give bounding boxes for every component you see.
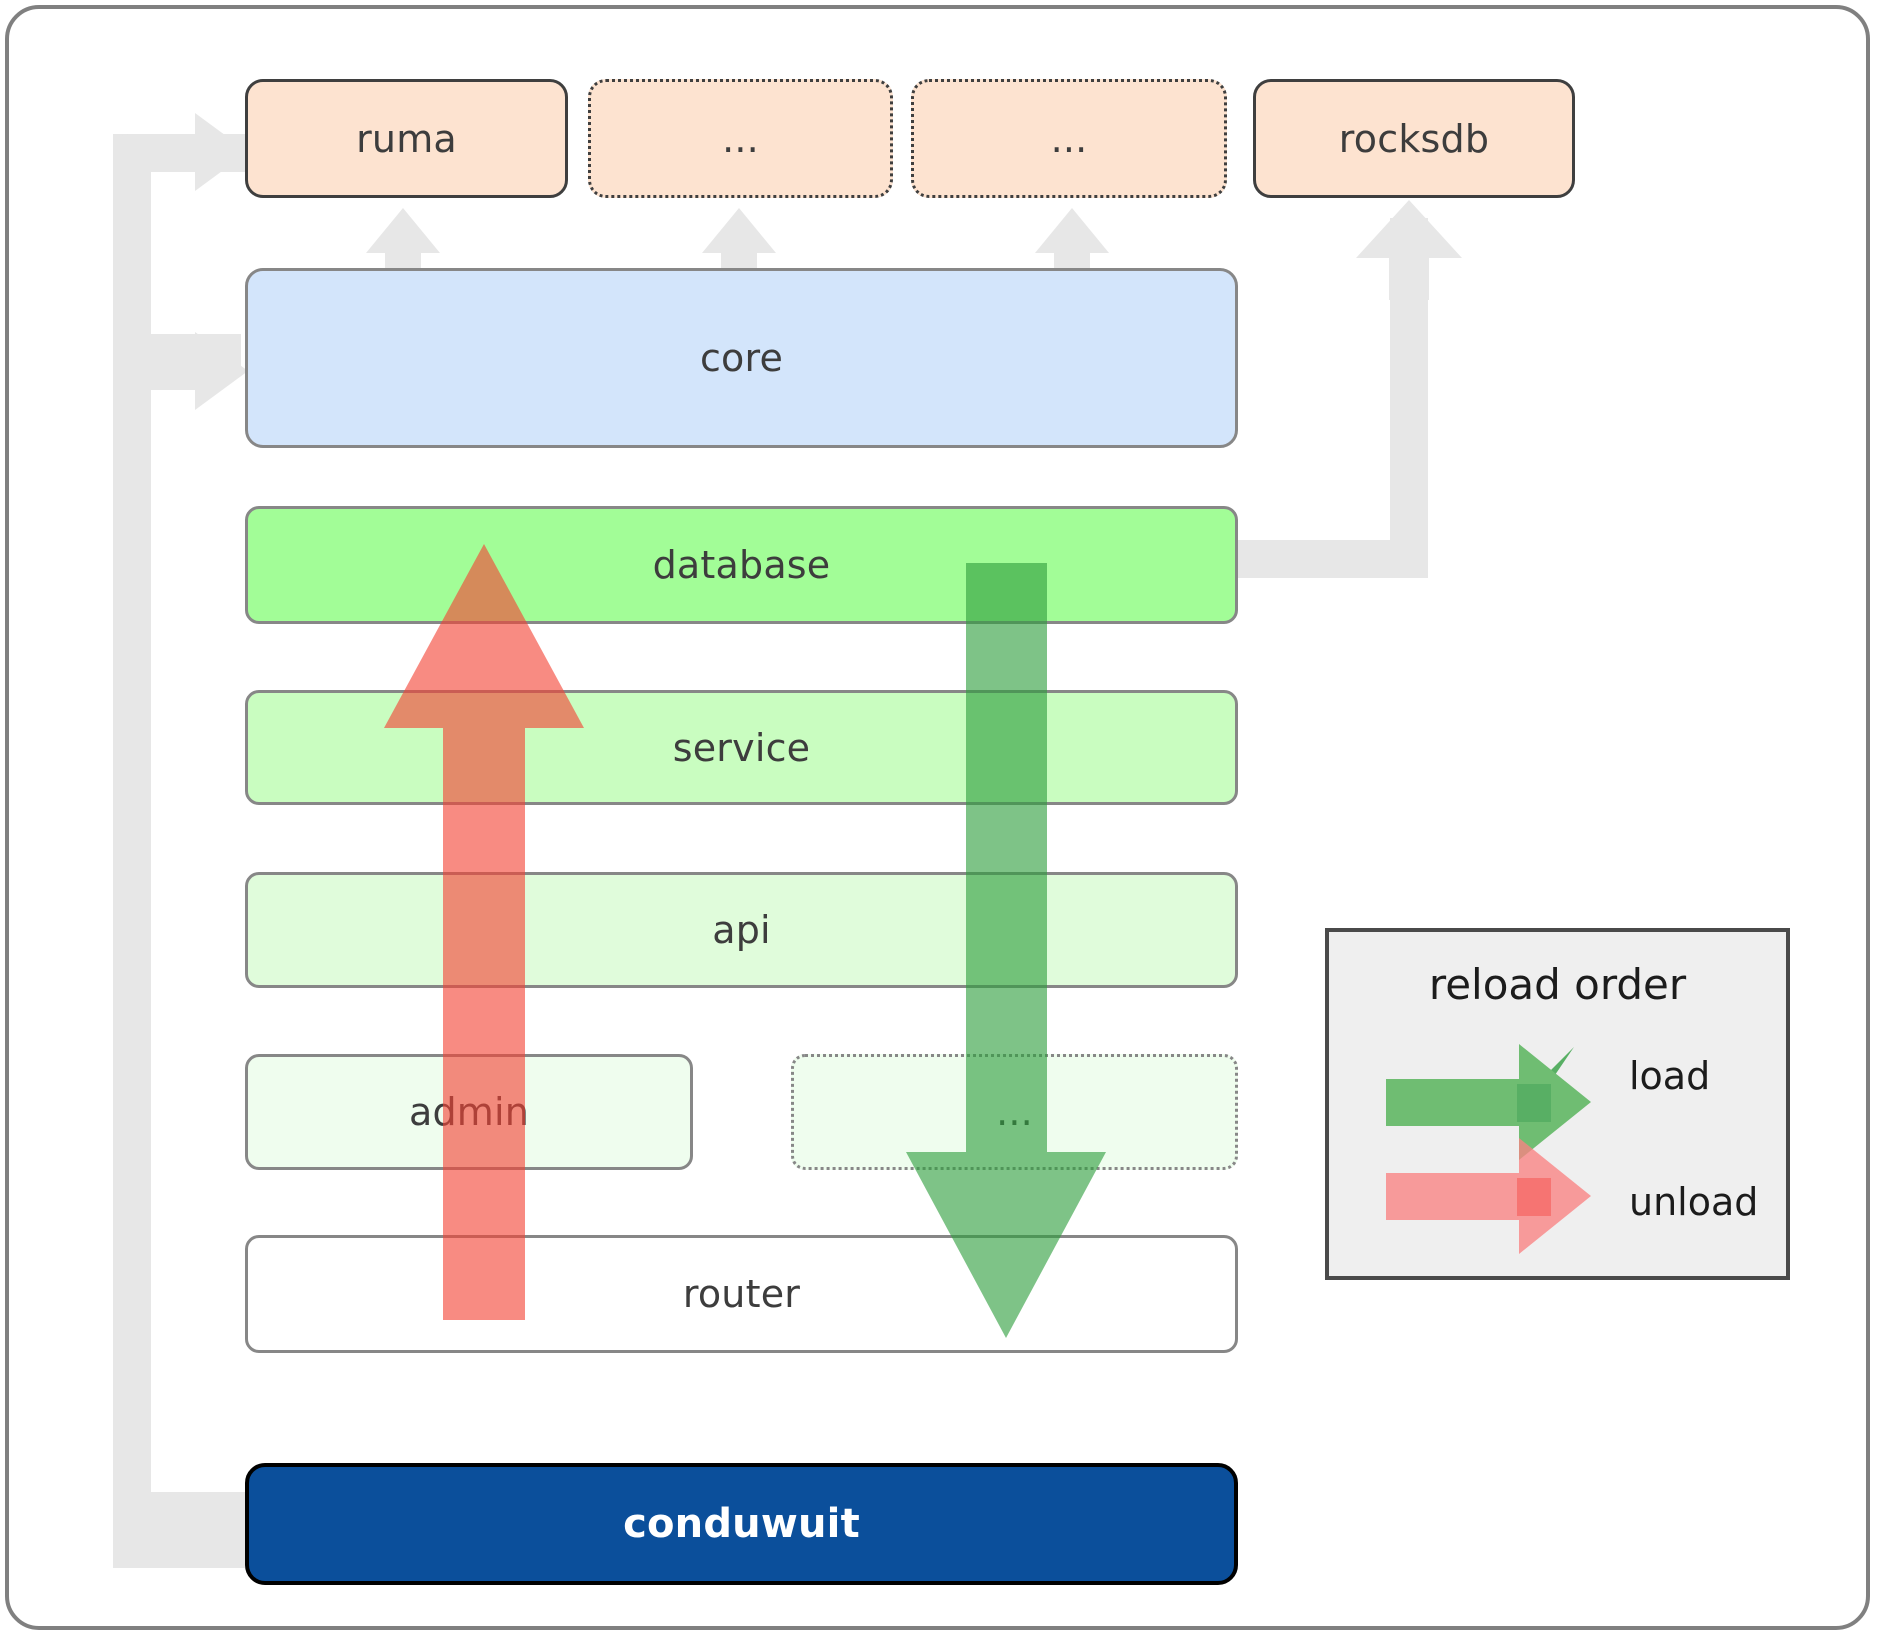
legend-unload-arrow bbox=[1386, 1138, 1591, 1254]
legend-title: reload order bbox=[1428, 960, 1687, 1009]
legend-reload-order: reload order load unload bbox=[1325, 928, 1790, 1280]
node-core[interactable]: core bbox=[245, 268, 1238, 448]
legend-arrows bbox=[1386, 1044, 1591, 1254]
legend-label-load: load bbox=[1629, 1054, 1711, 1098]
legend-label-unload: unload bbox=[1629, 1180, 1759, 1224]
unload-arrow bbox=[384, 544, 584, 1320]
load-arrow bbox=[906, 563, 1106, 1338]
node-api[interactable]: api bbox=[245, 872, 1238, 988]
legend-load-arrow bbox=[1386, 1044, 1591, 1160]
node-database[interactable]: database bbox=[245, 506, 1238, 624]
